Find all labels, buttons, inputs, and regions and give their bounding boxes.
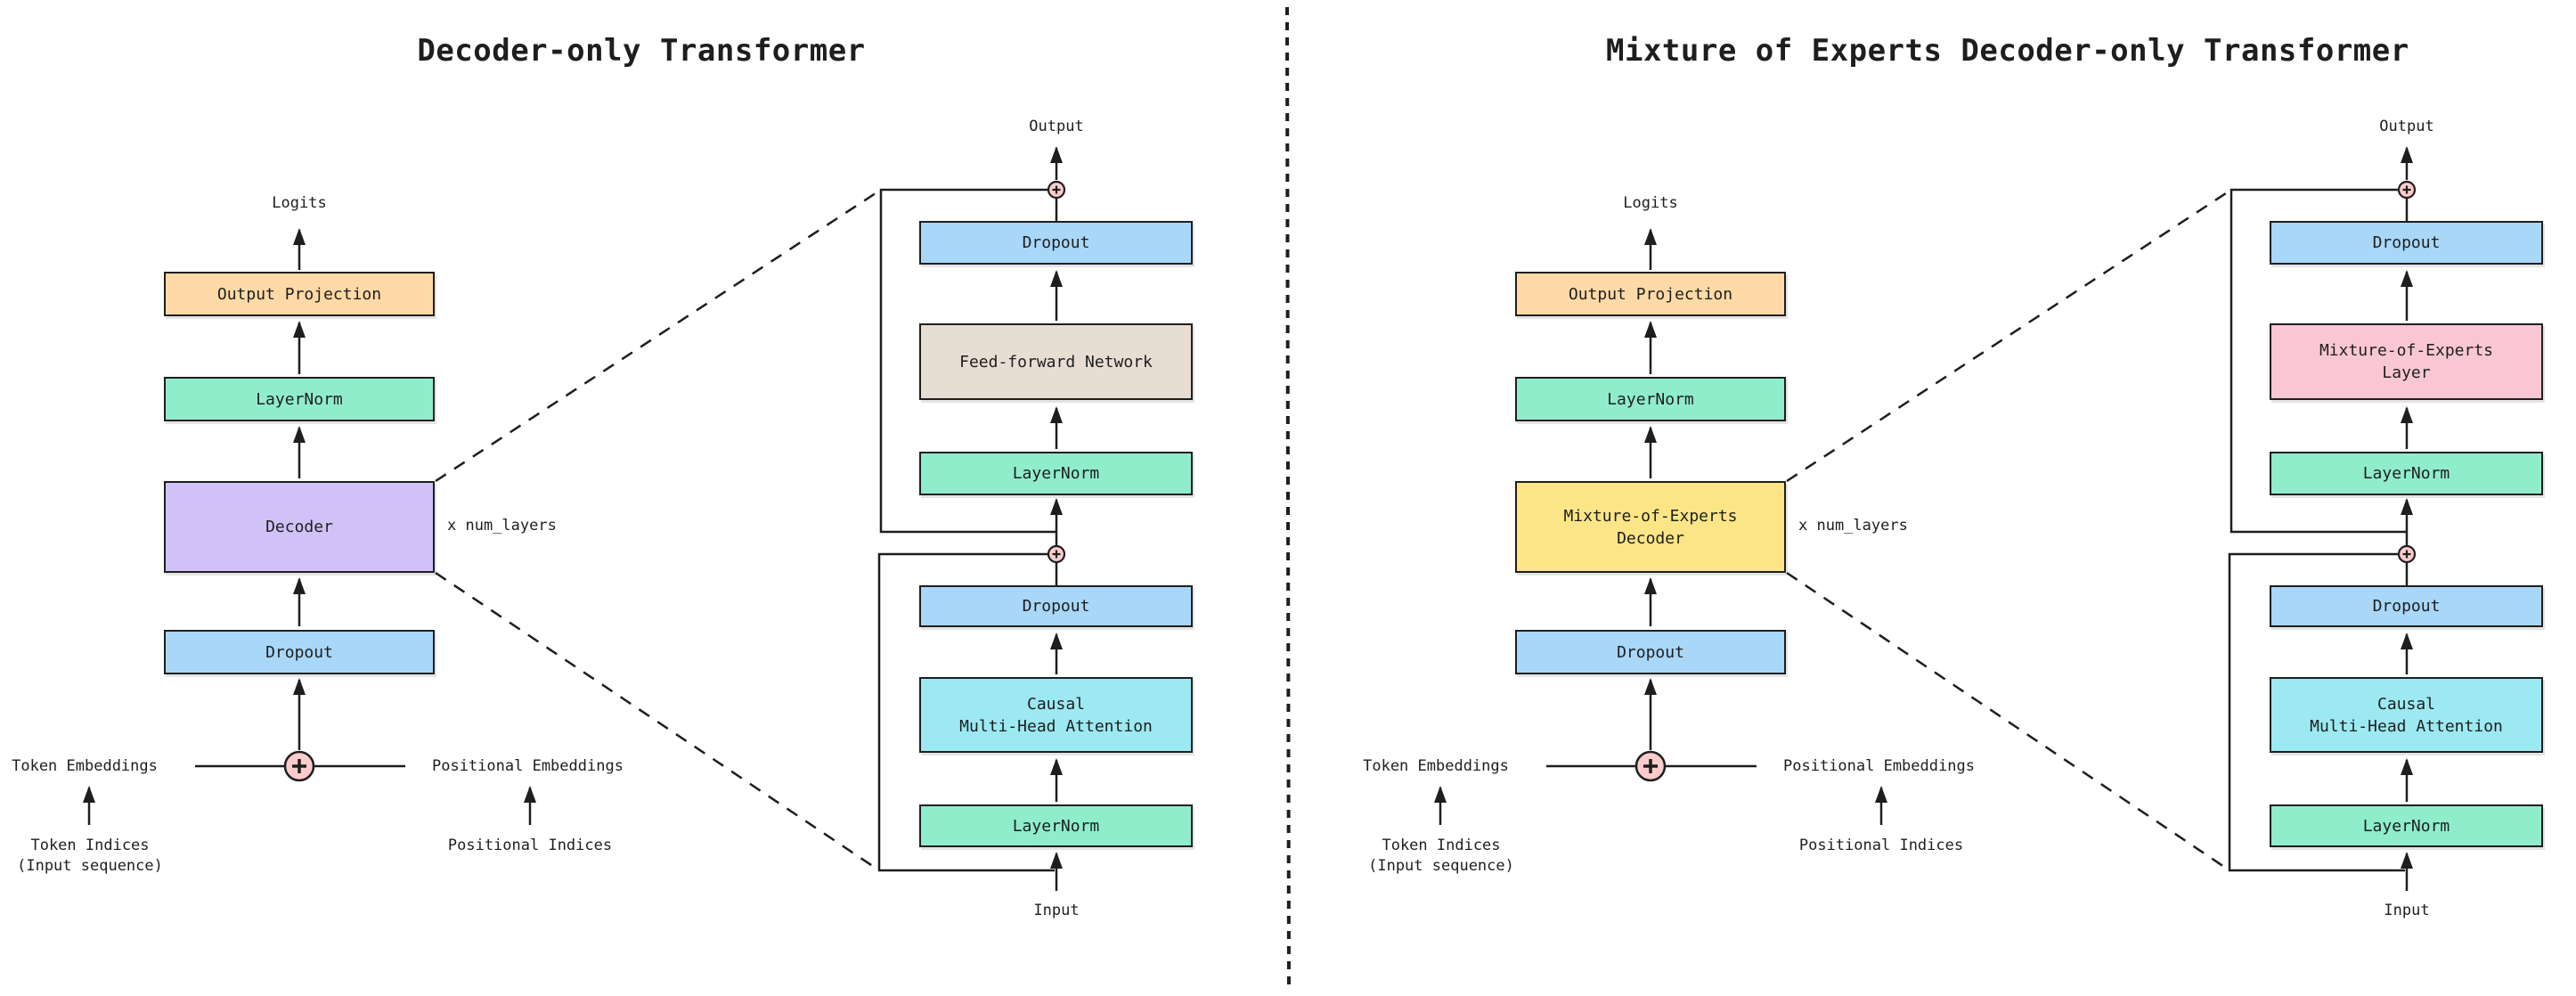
detail-layernorm-lower-label: LayerNorm: [1012, 816, 1100, 836]
detail-dropout-upper-label: Dropout: [2372, 233, 2441, 252]
detail-layernorm-upper-label: LayerNorm: [1012, 464, 1100, 483]
output-projection-label: Output Projection: [1568, 284, 1733, 304]
right-detail-wires: [2228, 146, 2413, 891]
positional-embeddings-label: Positional Embeddings: [1783, 757, 1975, 775]
positional-indices-label: Positional Indices: [447, 837, 613, 854]
output-projection-box: Output Projection: [164, 272, 435, 316]
right-main-arrows: [1434, 228, 1887, 825]
layernorm-label: LayerNorm: [256, 389, 343, 409]
add-icon: [1047, 544, 1066, 564]
residual-skip-lower: [877, 552, 1055, 872]
attention-label-line1: Causal: [2376, 694, 2436, 714]
detail-dropout-lower-label: Dropout: [1022, 597, 1090, 616]
left-panel-title: Decoder-only Transformer: [417, 33, 866, 69]
add-icon: [1047, 180, 1066, 200]
detail-input-label: Input: [2384, 902, 2430, 919]
token-indices-line2: (Input sequence): [1368, 857, 1514, 875]
detail-layernorm-upper-box: LayerNorm: [2270, 452, 2543, 495]
add-icon: [1634, 750, 1667, 782]
moe-decoder-label-line2: Decoder: [1617, 528, 1684, 548]
feed-forward-network-box: Feed-forward Network: [919, 323, 1193, 400]
residual-skip-upper: [879, 188, 1056, 534]
layernorm-label: LayerNorm: [1607, 389, 1694, 409]
detail-dropout-lower-box: Dropout: [2270, 585, 2543, 627]
detail-dropout-upper-box: Dropout: [919, 221, 1193, 265]
detail-output-label: Output: [1029, 118, 1084, 135]
detail-dropout-lower-label: Dropout: [2372, 597, 2441, 616]
attention-label-line2: Multi-Head Attention: [2310, 716, 2503, 736]
dropout-box: Dropout: [1515, 630, 1786, 674]
token-embeddings-label: Token Embeddings: [1363, 757, 1509, 775]
residual-skip-lower: [2228, 552, 2405, 872]
divider-line: [1285, 6, 1291, 992]
output-projection-box: Output Projection: [1515, 272, 1786, 316]
token-indices-line1: Token Indices: [1382, 837, 1501, 854]
add-icon: [2397, 180, 2417, 200]
moe-decoder-box: Mixture-of-Experts Decoder: [1515, 481, 1786, 573]
attention-label-line2: Multi-Head Attention: [959, 716, 1153, 736]
positional-embeddings-label: Positional Embeddings: [432, 757, 624, 775]
right-panel-title: Mixture of Experts Decoder-only Transfor…: [1606, 33, 2409, 69]
num-layers-label: x num_layers: [1798, 517, 1908, 535]
moe-decoder-label-line1: Mixture-of-Experts: [1563, 506, 1738, 526]
token-indices-label: Token Indices (Input sequence): [1, 836, 179, 877]
logits-label: Logits: [1623, 194, 1678, 212]
decoder-label: Decoder: [265, 518, 333, 536]
layernorm-box: LayerNorm: [164, 377, 435, 421]
detail-dropout-lower-box: Dropout: [919, 585, 1193, 627]
detail-layernorm-lower-box: LayerNorm: [919, 804, 1193, 847]
causal-multi-head-attention-box: Causal Multi-Head Attention: [2270, 677, 2543, 753]
dropout-box: Dropout: [164, 630, 435, 674]
moe-layer-label-line2: Layer: [2382, 363, 2431, 382]
residual-skip-upper: [2230, 188, 2407, 534]
ffn-label: Feed-forward Network: [959, 352, 1153, 371]
token-indices-line2: (Input sequence): [17, 857, 163, 875]
attention-label-line1: Causal: [1026, 694, 1086, 714]
detail-layernorm-upper-label: LayerNorm: [2362, 464, 2450, 483]
detail-dropout-upper-box: Dropout: [2270, 221, 2543, 265]
detail-output-label: Output: [2379, 118, 2434, 135]
causal-multi-head-attention-box: Causal Multi-Head Attention: [919, 677, 1193, 753]
logits-label: Logits: [272, 194, 327, 212]
moe-layer-label-line1: Mixture-of-Experts: [2319, 341, 2494, 360]
token-indices-line1: Token Indices: [30, 837, 150, 854]
add-icon: [2397, 544, 2417, 564]
positional-indices-label: Positional Indices: [1798, 837, 1964, 854]
dropout-label: Dropout: [1617, 642, 1684, 662]
output-projection-label: Output Projection: [216, 284, 382, 304]
detail-layernorm-lower-label: LayerNorm: [2362, 816, 2450, 836]
left-main-arrows: [83, 228, 536, 825]
detail-layernorm-upper-box: LayerNorm: [919, 452, 1193, 495]
token-embeddings-label: Token Embeddings: [12, 757, 158, 775]
token-indices-label: Token Indices (Input sequence): [1352, 836, 1530, 877]
detail-dropout-upper-label: Dropout: [1022, 233, 1090, 252]
num-layers-label: x num_layers: [447, 517, 557, 535]
detail-layernorm-lower-box: LayerNorm: [2270, 804, 2543, 847]
mixture-of-experts-layer-box: Mixture-of-Experts Layer: [2270, 323, 2543, 400]
dropout-label: Dropout: [265, 642, 333, 662]
add-icon: [283, 750, 315, 782]
detail-input-label: Input: [1033, 902, 1080, 919]
layernorm-box: LayerNorm: [1515, 377, 1786, 421]
decoder-box: Decoder: [164, 481, 435, 573]
left-detail-wires: [877, 146, 1063, 891]
